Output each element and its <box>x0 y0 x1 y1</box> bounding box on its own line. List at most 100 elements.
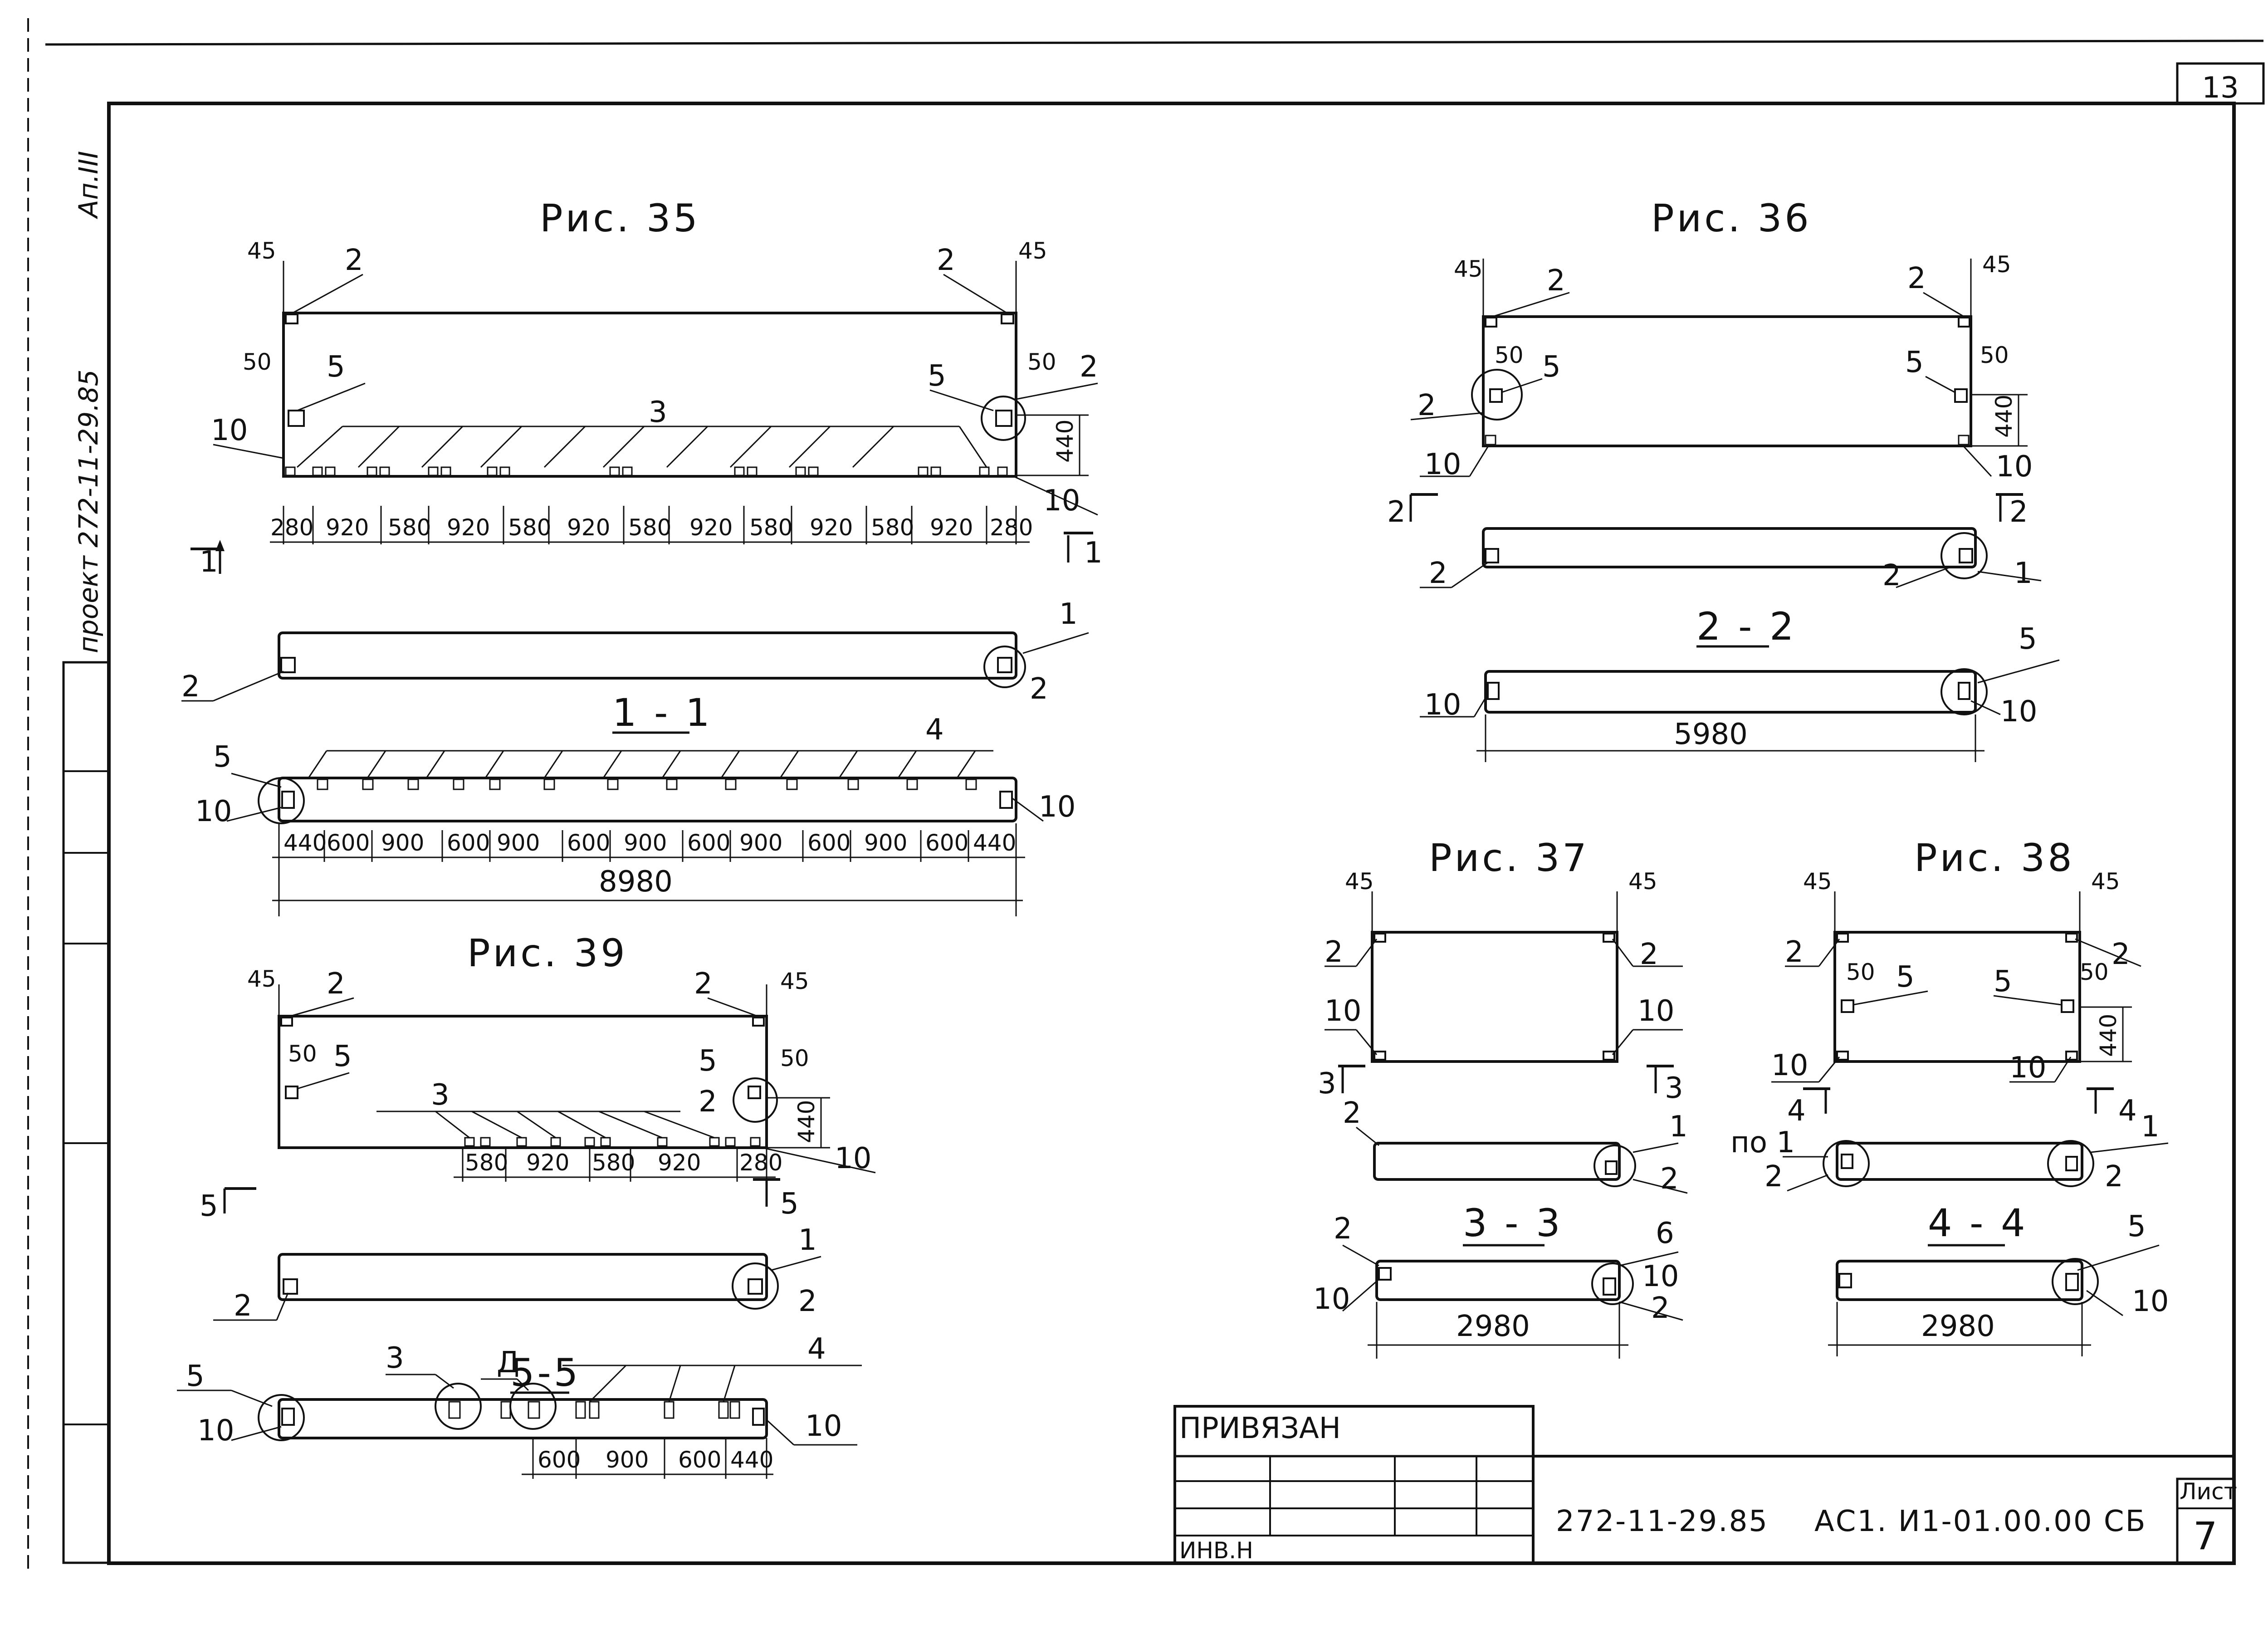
fig35-mark-5-right: 5 <box>928 359 946 393</box>
fig35-mark-5-left: 5 <box>327 350 345 384</box>
fig37-section-mark-6: 6 <box>1656 1217 1674 1250</box>
fig38-mark-10-right: 10 <box>2009 1051 2046 1085</box>
fig35-section-dim: 900 <box>864 830 907 856</box>
fig36-mark-2-left: 2 <box>1547 264 1565 298</box>
fig37-section-title: 3 - 3 <box>1463 1201 1563 1245</box>
figure-37: Рис. 37 45 45 2 2 10 10 3 3 2 1 <box>1313 836 1688 1359</box>
fig35-offset-dim-right: 50 <box>1027 349 1056 375</box>
fig35-section-dim: 440 <box>973 830 1016 856</box>
fig39-mark-2-detail: 2 <box>699 1085 717 1119</box>
fig35-mark-10-left: 10 <box>211 414 248 447</box>
fig35-bottom-inserts <box>285 466 1008 476</box>
fig39-section-mark-10-right: 10 <box>805 1409 842 1443</box>
fig38-section-marker-left: 4 <box>1787 1094 1806 1128</box>
fig39-detail-circle <box>733 1077 778 1123</box>
fig37-elevation <box>1373 1142 1621 1181</box>
fig38-offset-dim-right: 50 <box>2080 959 2109 985</box>
fig39-mark-2-right: 2 <box>694 967 713 1001</box>
fig39-section-marker-right: 5 <box>780 1187 799 1221</box>
fig39-section-detail-mid-2 <box>509 1383 557 1430</box>
fig39-elevation-mark-1: 1 <box>798 1223 817 1257</box>
fig38-edge-dim-right: 45 <box>2091 868 2120 895</box>
fig36-section-title: 2 - 2 <box>1696 604 1797 649</box>
document-code: 272-11-29.85 <box>1556 1505 1769 1538</box>
fig39-edge-dim-left: 45 <box>247 966 276 992</box>
fig36-height-dim: 440 <box>1991 395 2017 438</box>
fig39-plan-dim: 580 <box>592 1150 635 1176</box>
fig36-section-marker-right: 2 <box>2009 495 2028 529</box>
fig36-elevation-mark-1: 1 <box>2014 557 2033 590</box>
fig35-mark-10-right: 10 <box>1043 484 1080 518</box>
fig35-plan-dim: 920 <box>447 514 490 541</box>
fig35-elevation-detail-circle <box>983 646 1026 688</box>
fig39-bottom-inserts <box>464 1137 761 1147</box>
fig38-elevation-detail-right <box>2047 1140 2094 1187</box>
fig37-title: Рис. 37 <box>1429 836 1589 880</box>
figure-35: Рис. 35 <box>181 196 1103 916</box>
fig35-plan-dim: 920 <box>810 514 853 541</box>
fig38-section-marker-right: 4 <box>2118 1094 2137 1128</box>
fig38-title: Рис. 38 <box>1914 836 2075 880</box>
fig38-mark-5-right: 5 <box>1994 965 2012 998</box>
fig39-section-dim: 440 <box>730 1447 773 1473</box>
fig35-plan-dim: 920 <box>930 514 973 541</box>
fig36-total-length: 5980 <box>1674 718 1748 751</box>
fig36-edge-dim-right: 45 <box>1982 251 2011 278</box>
figure-36: Рис. 36 45 45 2 2 50 5 5 50 2 10 10 440 <box>1387 196 2060 762</box>
appendix-label: Ап.III <box>73 151 104 220</box>
fig36-edge-dim-left: 45 <box>1454 256 1483 282</box>
fig35-section-dim-ticks <box>278 823 1017 916</box>
fig35-mark-2-detail: 2 <box>1080 350 1098 384</box>
fig38-section-detail-circle <box>2052 1258 2099 1305</box>
fig35-total-length: 8980 <box>599 865 673 899</box>
fig35-section-dim: 600 <box>327 830 370 856</box>
drawing-frame <box>107 102 2236 1565</box>
fig39-height-dim: 440 <box>793 1100 820 1143</box>
fig35-plan-dim: 920 <box>326 514 369 541</box>
fig36-mark-10-right: 10 <box>1996 450 2033 484</box>
figure-38: Рис. 38 45 45 2 2 50 50 5 5 10 10 440 <box>1730 836 2169 1356</box>
fig35-lifting-loop-left <box>288 410 305 427</box>
fig37-elevation-mark-1: 1 <box>1669 1110 1688 1144</box>
fig35-edge-dim-right: 45 <box>1018 238 1047 264</box>
fig35-edge-dim-left: 45 <box>247 238 276 264</box>
page-number: 13 <box>2202 71 2239 105</box>
fig37-mark-10-right: 10 <box>1637 994 1674 1028</box>
fig36-section-mark-10-right: 10 <box>2000 695 2037 729</box>
fig38-elevation-mark-2-left: 2 <box>1765 1160 1783 1194</box>
fig36-mark-2-detail: 2 <box>1418 389 1436 422</box>
fig36-section-marker-left: 2 <box>1387 495 1406 529</box>
fig39-plan-outline <box>278 1015 768 1149</box>
fig38-mark-2-right: 2 <box>2112 938 2130 971</box>
fig35-section-mark-5: 5 <box>213 740 232 774</box>
fig37-mark-10-left: 10 <box>1325 994 1361 1028</box>
drawing-code: АС1. И1-01.00.00 СБ <box>1814 1505 2147 1538</box>
fig36-mark-5-right: 5 <box>1905 346 1924 379</box>
fig35-section-dim: 600 <box>447 830 490 856</box>
fig39-mark-2-left: 2 <box>327 967 345 1001</box>
fig38-elevation <box>1836 1142 2083 1181</box>
fig38-offset-dim-left: 50 <box>1846 959 1875 985</box>
fig36-offset-dim-left: 50 <box>1495 342 1524 368</box>
privyazan-label: ПРИВЯЗАН <box>1179 1412 1341 1445</box>
sheet-label: Лист <box>2180 1478 2237 1505</box>
fig39-plan-dim: 920 <box>526 1150 569 1176</box>
fig38-elevation-po-label: по 1 <box>1730 1126 1795 1159</box>
fig38-edge-dim-left: 45 <box>1803 868 1832 895</box>
fig37-edge-dim-right: 45 <box>1628 868 1657 895</box>
fig35-plan-dim: 280 <box>990 514 1033 541</box>
fig35-section-dims: 440 600 900 600 900 600 900 600 900 600 … <box>284 830 1016 856</box>
fig35-plan-dim: 580 <box>508 514 551 541</box>
fig35-mark-2-right: 2 <box>937 244 955 277</box>
fig35-corner-insert-right <box>1001 313 1014 324</box>
fig35-section-dim: 900 <box>381 830 424 856</box>
fig36-mark-2-right: 2 <box>1907 262 1926 295</box>
fig38-total-length: 2980 <box>1921 1310 1995 1343</box>
fig39-section-leaders <box>589 1365 736 1403</box>
side-stamp-grid <box>62 661 110 1564</box>
fig39-section-dim-ticks <box>532 1438 767 1479</box>
fig39-section-dim: 600 <box>678 1447 721 1473</box>
fig35-section-dim: 900 <box>624 830 667 856</box>
fig37-section-marker-right: 3 <box>1665 1071 1683 1105</box>
fig39-section-marker-left: 5 <box>200 1189 218 1223</box>
